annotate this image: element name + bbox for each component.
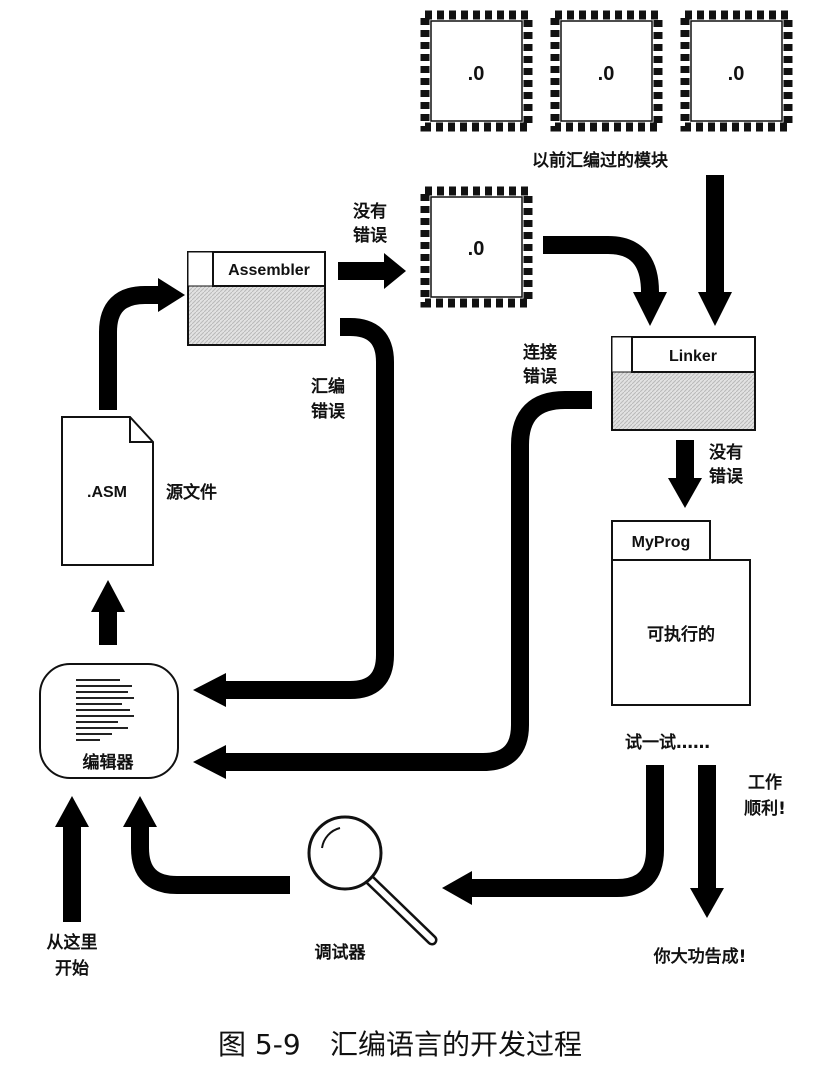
link-ok-label-line1: 没有 <box>709 442 743 463</box>
document-lines-icon <box>76 679 134 741</box>
magnifier-icon <box>307 815 438 946</box>
source-file-label: 源文件 <box>166 482 217 503</box>
works-label-line1: 工作 <box>748 772 782 793</box>
linker-label: Linker <box>669 348 717 365</box>
arrow-linker-to-executable <box>668 440 702 508</box>
assemble-error-label-line2: 错误 <box>311 401 346 422</box>
executable-folder: MyProg 可执行的 <box>611 520 751 706</box>
arrow-editor-to-source <box>91 580 125 645</box>
module-label: .0 <box>598 63 615 85</box>
arrow-assembler-to-object <box>338 253 406 289</box>
editor-box: 编辑器 <box>39 663 179 779</box>
arrow-assembler-error-to-editor <box>193 318 394 707</box>
arrow-source-to-assembler <box>99 278 185 410</box>
figure-title: 汇编语言的开发过程 <box>330 1028 582 1061</box>
assembler-box: Assembler <box>187 251 326 346</box>
previous-modules-label: 以前汇编过的模块 <box>532 150 669 171</box>
debugger-label: 调试器 <box>315 943 367 963</box>
linker-box: Linker <box>611 336 756 431</box>
editor-label: 编辑器 <box>83 752 135 773</box>
arrow-link-error-to-editor <box>193 391 592 779</box>
arrow-works-to-done <box>690 765 724 918</box>
assemble-error-label-line1: 汇编 <box>311 376 345 397</box>
start-label-line2: 开始 <box>55 958 89 979</box>
arrow-debugger-to-editor <box>123 796 290 894</box>
link-error-label-line2: 错误 <box>523 366 558 387</box>
source-file: .ASM <box>61 416 154 566</box>
link-ok-label-line2: 错误 <box>709 466 744 487</box>
previous-module-1: .0 <box>420 10 533 132</box>
previous-module-3: .0 <box>680 10 793 132</box>
arrow-try-to-debugger <box>442 765 664 905</box>
executable-description: 可执行的 <box>647 624 715 645</box>
executable-tab-label: MyProg <box>632 534 691 551</box>
source-file-name: .ASM <box>87 484 127 501</box>
assemble-ok-label-line1: 没有 <box>353 201 387 222</box>
try-it-label: 试一试…… <box>625 733 710 753</box>
module-label: .0 <box>728 63 745 85</box>
arrow-modules-to-linker <box>698 175 732 326</box>
works-label-line2: 顺利! <box>744 798 786 819</box>
new-object-module: .0 <box>420 186 533 308</box>
module-label: .0 <box>468 238 485 260</box>
figure-number: 图 5-9 <box>218 1028 301 1061</box>
done-label: 你大功告成! <box>653 946 747 967</box>
start-label-line1: 从这里 <box>47 932 98 953</box>
arrow-object-to-linker <box>543 236 667 326</box>
assemble-ok-label-line2: 错误 <box>353 225 388 246</box>
previous-module-2: .0 <box>550 10 663 132</box>
arrow-start-to-editor <box>55 796 89 922</box>
assembler-label: Assembler <box>228 262 310 279</box>
module-label: .0 <box>468 63 485 85</box>
link-error-label-line1: 连接 <box>523 342 557 363</box>
